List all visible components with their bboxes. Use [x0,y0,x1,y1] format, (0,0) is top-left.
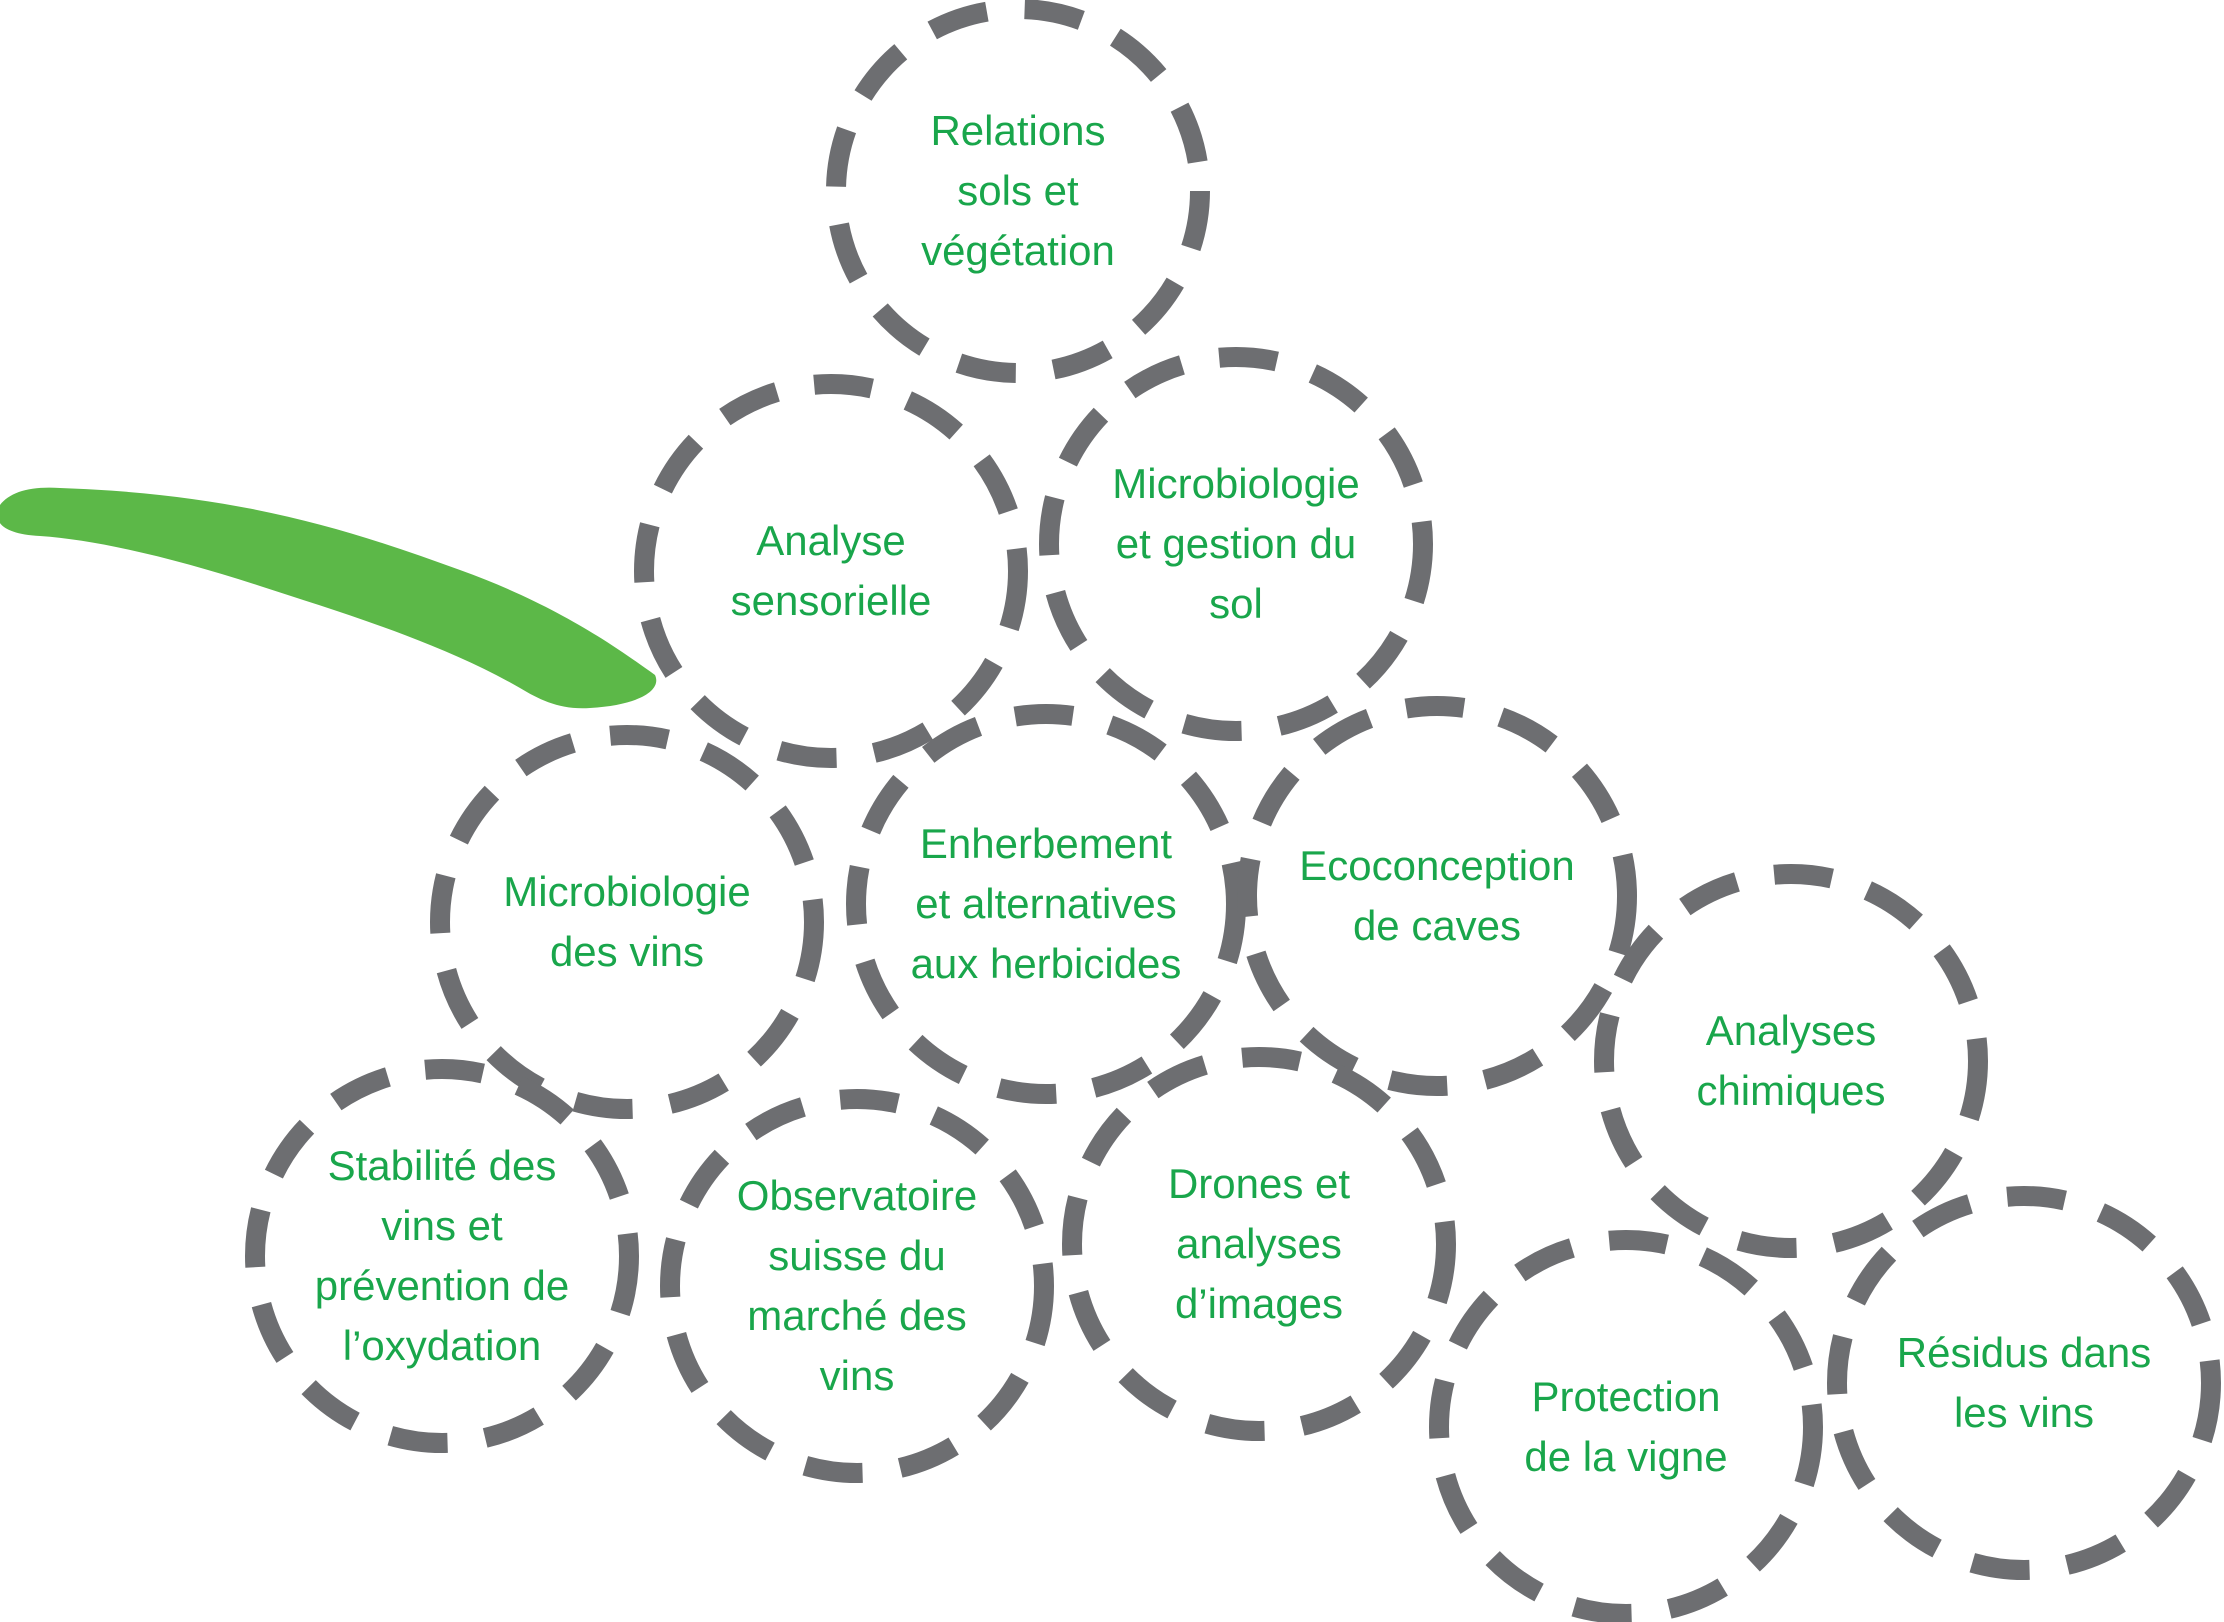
bubble-label-line: Microbiologie [503,868,751,915]
grape-stem [0,487,657,709]
bubble-label-line: de la vigne [1524,1433,1728,1480]
bubble-label-line: Drones et [1167,1160,1351,1207]
bubble-label-line: vins [819,1352,895,1399]
bubble-label-line: marché des [747,1292,967,1339]
bubble-label-line: sol [1209,580,1263,627]
bubble-label-line: aux herbicides [910,940,1182,987]
bubble-ring-analyse-sensorielle [634,374,1028,768]
bubble-label-relations: Relations sols et végétation [848,101,1188,281]
bubble-label-line: sols et [957,167,1079,214]
bubble-label-line: Stabilité des [327,1142,557,1189]
bubble-label-stabilite: Stabilité des vins et prévention de l’oxyda… [272,1136,612,1376]
bubble-ring-analyses-chimiques [1594,864,1988,1258]
bubble-label-line: vins et [381,1202,503,1249]
bubble-label-ecoconception: Ecoconception de caves [1267,836,1607,956]
bubble-label-line: végétation [921,227,1115,274]
bubble-ring-observatoire [660,1089,1054,1483]
bubble-label-analyse-sensorielle: Analyse sensorielle [661,511,1001,631]
bubble-label-protection: Protection de la vigne [1456,1367,1796,1487]
bubble-label-enherbement: Enherbement et alternatives aux herbicides [876,814,1216,994]
bubble-label-line: Microbiologie [1112,460,1360,507]
bubble-ring-relations [826,0,1210,383]
bubble-label-line: sensorielle [730,577,932,624]
bubble-label-line: chimiques [1696,1067,1886,1114]
bubble-ring-drones [1062,1047,1456,1441]
bubble-label-microbiologie-vins: Microbiologie des vins [457,862,797,982]
bubble-ring-microbiologie-sol [1039,347,1433,741]
bubble-label-line: prévention de [314,1262,570,1309]
bubble-label-line: analyses [1176,1220,1342,1267]
bubble-label-line: d’images [1174,1280,1344,1327]
bubble-label-line: des vins [549,928,705,975]
bubble-rings [245,0,2221,1622]
bubble-ring-stabilite [245,1059,639,1453]
bubble-label-line: l’oxydation [342,1322,542,1369]
bubble-label-line: Observatoire [736,1172,978,1219]
bubble-label-line: suisse du [768,1232,946,1279]
bubble-label-drones: Drones et analyses d’images [1089,1154,1429,1334]
bubble-label-line: Analyses [1705,1007,1877,1054]
bubble-label-line: Relations [930,107,1106,154]
bubble-label-microbiologie-sol: Microbiologie et gestion du sol [1066,454,1406,634]
bubble-label-observatoire: Observatoire suisse du marché des vins [687,1166,1027,1406]
bubble-label-line: Enherbement [919,820,1173,867]
bubble-label-line: Analyse [756,517,906,564]
bubble-label-line: de caves [1352,902,1522,949]
bubble-label-analyses-chimiques: Analyses chimiques [1621,1001,1961,1121]
bubble-label-residus: Résidus dans les vins [1854,1323,2194,1443]
bubble-ring-protection [1429,1230,1823,1622]
bubble-ring-residus [1827,1186,2221,1580]
bubble-ring-ecoconception [1237,696,1637,1096]
bubble-ring-enherbement [846,704,1246,1104]
bubble-label-line: les vins [1953,1389,2095,1436]
bubble-label-line: et gestion du [1115,520,1357,567]
bubble-ring-microbiologie-vins [430,725,824,1119]
bubble-label-line: Résidus dans [1896,1329,2152,1376]
bubble-label-line: et alternatives [915,880,1177,927]
bubble-label-line: Ecoconception [1299,842,1575,889]
bubble-label-line: Protection [1531,1373,1721,1420]
